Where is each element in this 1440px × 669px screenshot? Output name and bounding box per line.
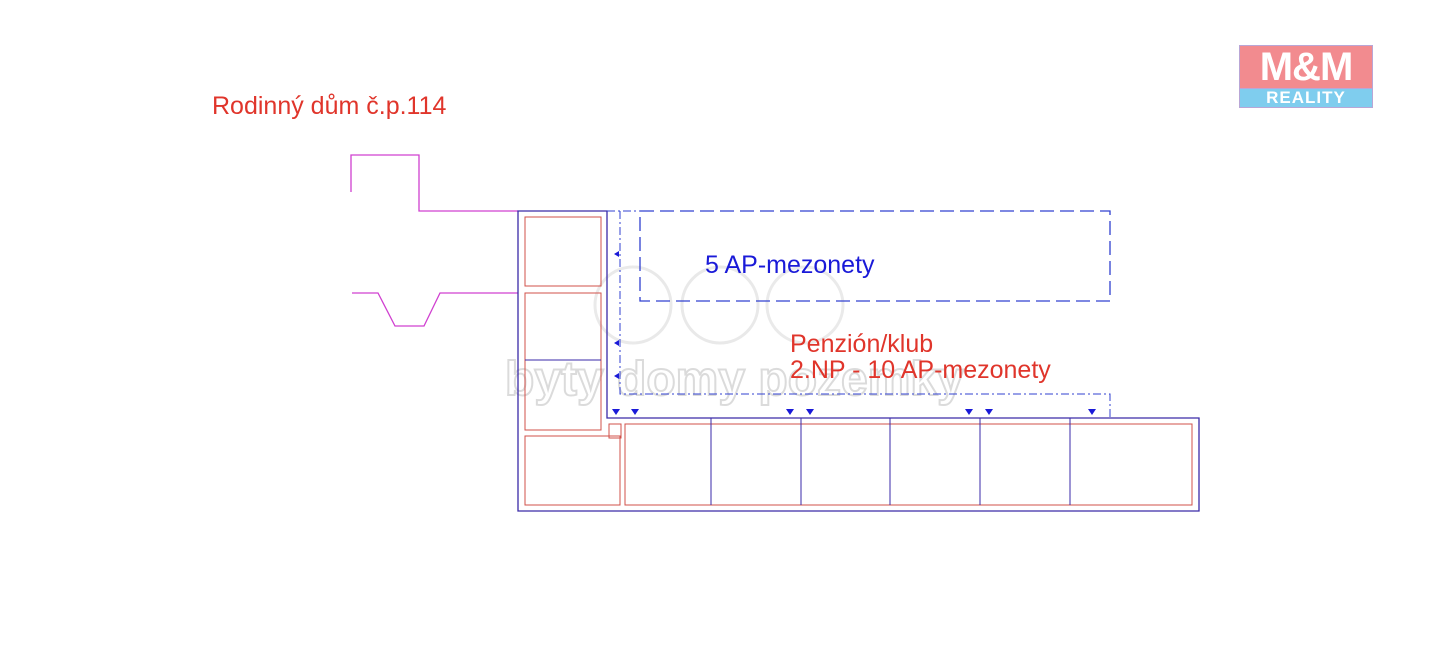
neighbor-house-label: Rodinný dům č.p.114 <box>212 92 447 120</box>
level-marker-icon <box>614 373 619 379</box>
logo-bottom: REALITY <box>1239 89 1373 108</box>
level-marker-icon <box>965 409 973 415</box>
room <box>524 292 602 431</box>
level-markers <box>612 251 1096 415</box>
watermark-text: byty domy pozemky <box>505 353 964 406</box>
upper-floor-boundary <box>619 211 1111 418</box>
level-marker-icon <box>985 409 993 415</box>
main-wing-label-line1: Penzión/klub <box>790 330 934 358</box>
level-marker-icon <box>614 251 619 257</box>
mm-reality-logo: M&M REALITY <box>1239 45 1373 108</box>
room <box>624 423 1193 506</box>
logo-top: M&M <box>1239 45 1373 89</box>
room-dividers <box>525 359 1071 505</box>
upper-wing-label: 5 AP-mezonety <box>705 251 875 279</box>
level-marker-icon <box>806 409 814 415</box>
watermark <box>593 265 845 345</box>
room <box>524 216 602 287</box>
neighbor-house-outline <box>350 154 518 327</box>
level-marker-icon <box>786 409 794 415</box>
room <box>524 435 621 506</box>
level-marker-icon <box>631 409 639 415</box>
level-marker-icon <box>612 409 620 415</box>
room <box>608 423 622 439</box>
main-wing-label-line2: 2.NP - 10 AP-mezonety <box>790 356 1051 384</box>
level-marker-icon <box>614 340 619 346</box>
rooms <box>524 216 1193 506</box>
level-marker-icon <box>1088 409 1096 415</box>
